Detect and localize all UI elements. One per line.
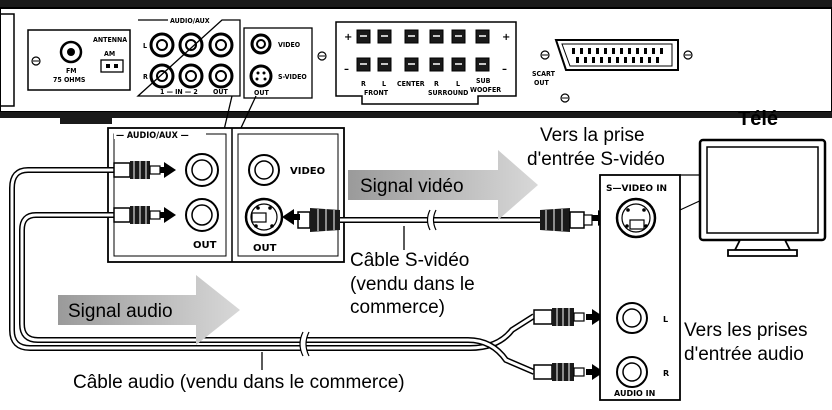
panel-audio-aux-section: AUDIO/AUX L R 1 — IN — 2 OUT — [136, 17, 241, 97]
zoom-detail-box: — AUDIO/AUX — OUT VIDEO OUT — [107, 127, 345, 263]
cable-svideo-label-2: (vendu dans le — [350, 274, 475, 295]
signal-video-label-1: Signal — [360, 176, 413, 197]
cable-audio-label: Câble audio (vendu dans le commerce) — [73, 372, 405, 393]
svideo-cable — [282, 208, 610, 250]
panel-out-label: OUT — [213, 88, 228, 96]
front-label: FRONT — [364, 89, 389, 97]
tv-audio-plug-r — [533, 363, 604, 381]
center-label: CENTER — [397, 80, 425, 88]
zoom-video-label: VIDEO — [290, 166, 325, 177]
ohms-label: 75 OHMS — [53, 76, 86, 84]
tv-svideo-in-label: S—VIDEO IN — [606, 184, 667, 194]
zoom-callout-line — [239, 95, 257, 131]
panel-svideo-jack-icon — [249, 64, 273, 88]
tv-title: Télé — [738, 108, 778, 130]
zoom-out-svideo-label: OUT — [253, 243, 277, 254]
speaker-terminals: + – + – R L FRONT CENT — [335, 21, 517, 105]
signal-audio-label: Signal audio — [68, 301, 173, 322]
surround-label: SURROUND — [428, 89, 468, 97]
audio-cable — [9, 167, 536, 375]
signal-video-arrow: Signal vidéo — [348, 150, 538, 220]
panel-video-label: VIDEO — [278, 41, 301, 49]
fm-antenna-jack-icon — [59, 40, 83, 64]
signal-audio-arrow: Signal audio — [58, 275, 240, 345]
screw-icon — [540, 50, 550, 60]
signal-video-label-2: vidéo — [418, 176, 463, 197]
svg-text:–: – — [344, 64, 349, 75]
svg-text:+: + — [502, 32, 510, 43]
panel-audio-aux-label: AUDIO/AUX — [170, 17, 210, 25]
tv-audio-in-label: AUDIO IN — [614, 389, 655, 398]
screw-icon — [560, 93, 570, 103]
arrow-right-icon — [586, 309, 604, 325]
audio-plug-r — [113, 206, 176, 224]
woofer-label: WOOFER — [470, 86, 501, 94]
screw-icon — [683, 50, 693, 60]
scart-label: SCART — [532, 70, 556, 78]
arrow-right-icon — [160, 162, 176, 178]
svg-text:+: + — [344, 32, 352, 43]
antenna-label: ANTENNA — [93, 36, 127, 44]
screw-icon — [317, 51, 327, 61]
spk-l1-label: L — [382, 80, 386, 88]
screw-icon — [31, 56, 41, 66]
panel-svideo-label: S-VIDEO — [278, 73, 307, 81]
svg-text:Signal vidéo: Signal vidéo — [360, 176, 464, 197]
panel-rca-jacks — [149, 32, 234, 89]
zoom-audio-aux-label: — AUDIO/AUX — — [116, 131, 189, 141]
tv-audio-plug-l — [533, 308, 604, 326]
panel-video-jack-icon — [250, 33, 272, 55]
spk-r1-label: R — [361, 80, 366, 88]
tv-audio-l-jack-icon — [616, 302, 648, 334]
sub-label: SUB — [476, 77, 491, 85]
vers-prises-label-2: d'entrée audio — [684, 344, 804, 365]
cable-svideo-label-1: Câble S-vidéo — [350, 250, 469, 271]
panel-jack-r-label: R — [143, 73, 148, 81]
zoom-callout-line — [223, 95, 233, 131]
fm-label: FM — [66, 67, 77, 75]
tv-svideo-jack-icon — [615, 197, 657, 239]
panel-video-section: VIDEO S-VIDEO OUT — [243, 27, 313, 99]
arrow-left-icon — [282, 209, 300, 225]
spk-r2-label: R — [434, 80, 439, 88]
arrow-right-icon — [160, 207, 176, 223]
cable-svideo-label-3: commerce) — [350, 297, 445, 318]
tv-input-panel: S—VIDEO IN L R AUDIO IN — [599, 174, 707, 401]
vers-prise-label-1: Vers la prise — [540, 125, 645, 146]
am-label: AM — [104, 50, 115, 58]
antenna-section: ANTENNA FM 75 OHMS AM — [27, 29, 131, 91]
am-terminal-icon — [100, 59, 124, 73]
audio-plug-l — [113, 161, 176, 179]
panel-in-label: 1 — IN — 2 — [160, 88, 198, 96]
panel-out2-label: OUT — [254, 89, 269, 97]
receiver-rear-panel: ANTENNA FM 75 OHMS AM AUDIO/AUX L R 1 — … — [0, 0, 832, 124]
vers-prises-label-1: Vers les prises — [684, 320, 808, 341]
vers-prise-label-2: d'entrée S-vidéo — [527, 149, 665, 170]
tv-audio-r-jack-icon — [616, 356, 648, 388]
scart-out-label: OUT — [534, 79, 549, 87]
tv-jack-l-label: L — [663, 315, 668, 324]
arrow-right-icon — [586, 364, 604, 380]
svg-text:–: – — [502, 64, 507, 75]
panel-jack-l-label: L — [143, 42, 147, 50]
zoom-audio-r-jack-icon — [185, 198, 219, 232]
zoom-out-audio-label: OUT — [193, 240, 217, 251]
spk-l2-label: L — [456, 80, 460, 88]
scart-connector: SCART OUT — [532, 39, 693, 103]
zoom-video-jack-icon — [248, 154, 280, 186]
tv-jack-r-label: R — [663, 369, 669, 378]
zoom-audio-l-jack-icon — [185, 153, 219, 187]
tv-icon: Télé — [698, 108, 827, 257]
